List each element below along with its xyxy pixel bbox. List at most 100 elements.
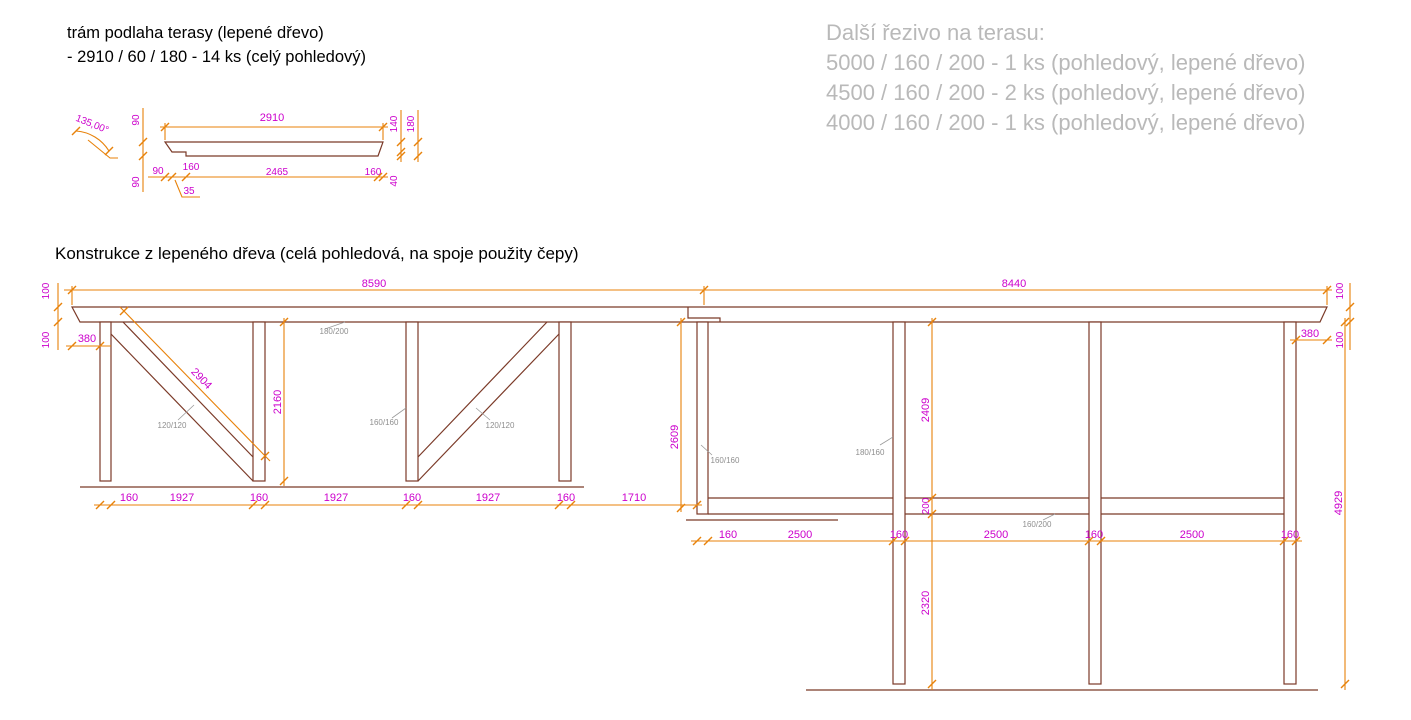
post [405,321,419,482]
beam-bottom-label: 90 [152,166,164,177]
angle-label: 135,00° [74,113,110,136]
structure-dimensions: 8590 8440 100 100 100 100 380 380 2904 2… [41,278,1351,690]
beam-left-top-label: 90 [131,114,142,126]
span-right-label: 8440 [1002,278,1026,290]
beam-height-right-label: 100 [1335,282,1346,299]
beam-profile [163,141,384,157]
bottom-left-label: 1710 [622,492,646,504]
structure-heading: Konstrukce z lepeného dřeva (celá pohled… [55,244,579,263]
tall-post [1088,321,1102,685]
beam-length-dim-line [160,123,388,140]
section-labels: 180/200 120/120 160/160 120/120 160/160 … [158,321,1056,529]
dimension-tick [167,172,177,182]
lumber-note-item: 5000 / 160 / 200 - 1 ks (pohledový, lepe… [826,50,1306,75]
post [252,321,266,482]
dimension-tick [676,317,686,327]
dimension-tick [900,536,910,546]
dimension-tick [104,146,114,156]
dimension-tick [181,172,191,182]
lumber-note-title: Další řezivo na terasu: [826,20,1045,45]
section-label-right-brace: 120/120 [486,421,515,430]
dimension-tick [927,317,937,327]
dimension-tick [566,500,576,510]
dimension-tick [378,172,388,182]
post [99,321,112,482]
upper-height-label: 2409 [920,398,932,422]
bottom-left-label: 160 [557,492,575,504]
tall-post [892,321,906,685]
label-leader [700,444,713,456]
dimension-tick [413,137,423,147]
notch-label: 35 [183,186,195,197]
dimension-tick [378,122,388,132]
lumber-note-item: 4500 / 160 / 200 - 2 ks (pohledový, lepe… [826,80,1306,105]
section-label-right-post: 180/160 [856,448,885,457]
span-left-label: 8590 [362,278,386,290]
bottom-right-label: 2500 [788,529,812,541]
beam-right-lower-label: 40 [389,175,400,187]
lower-height-label: 2320 [920,591,932,615]
dimension-tick [53,317,63,327]
beam-bottom-label: 2465 [266,167,289,178]
bottom-left-label: 1927 [476,492,500,504]
beam-bottom-label: 160 [183,162,200,173]
dimension-tick [1096,536,1106,546]
dimension-tick [927,679,937,689]
dimension-tick [396,147,406,157]
dimension-tick [373,172,383,182]
dimension-tick [554,500,564,510]
dimension-tick [260,451,270,461]
dimension-tick [1291,335,1301,345]
dimension-tick [119,306,129,316]
bottom-right-label: 2500 [1180,529,1204,541]
bottom-left-label: 1927 [170,492,194,504]
rail-height-label: 200 [921,497,932,514]
brace-dim-line [119,306,271,462]
angle-leg [87,139,118,159]
beam-note-title: trám podlaha terasy (lepené dřevo) [67,24,324,42]
dimension-tick [699,285,709,295]
left-post-height-label: 2160 [272,390,284,414]
dimension-tick [95,500,105,510]
bottom-right-label: 160 [719,529,737,541]
right-brace [417,321,560,482]
dimension-tick [703,536,713,546]
dimension-tick [1340,679,1350,689]
dimension-tick [71,126,81,136]
dimension-tick [927,509,937,519]
dimension-tick [160,122,170,132]
lumber-note-item: 4000 / 160 / 200 - 1 ks (pohledový, lepe… [826,110,1306,135]
brace-length-label: 2904 [188,366,214,392]
joint-post [696,321,709,515]
joint-post-height-label: 2609 [669,425,681,449]
dimension-tick [396,151,406,161]
dimension-tick [53,302,63,312]
beam-right-dim-line [400,110,419,162]
bottom-right-label: 160 [1085,529,1103,541]
beam-height-left-label: 100 [41,282,52,299]
dimension-tick [248,500,258,510]
bottom-right-label: 2500 [984,529,1008,541]
beam-detail: 135,00° 2910 90 90 140 180 40 90 160 246… [74,108,419,198]
beam-height-right-label: 100 [1335,331,1346,348]
label-leader [475,407,491,421]
dimension-tick [138,151,148,161]
dimension-tick [138,137,148,147]
bottom-left-label: 1927 [324,492,348,504]
beam-joint [687,307,721,322]
beam-left-bottom-label: 90 [131,176,142,188]
beam-note-spec: - 2910 / 60 / 180 - 14 ks (celý pohledov… [67,48,366,66]
bottom-left-label: 160 [250,492,268,504]
section-label-top-beam: 180/200 [320,327,349,336]
structure [71,306,1328,691]
bottom-right-label: 160 [1281,529,1299,541]
angle-arc [75,130,110,152]
dimension-tick [95,341,105,351]
dimension-tick [260,500,270,510]
dimension-tick [67,341,77,351]
total-height-label: 4929 [1333,491,1345,515]
rail [708,497,1284,515]
beam-note: trám podlaha terasy (lepené dřevo) - 291… [67,21,366,69]
dimension-tick [1291,536,1301,546]
